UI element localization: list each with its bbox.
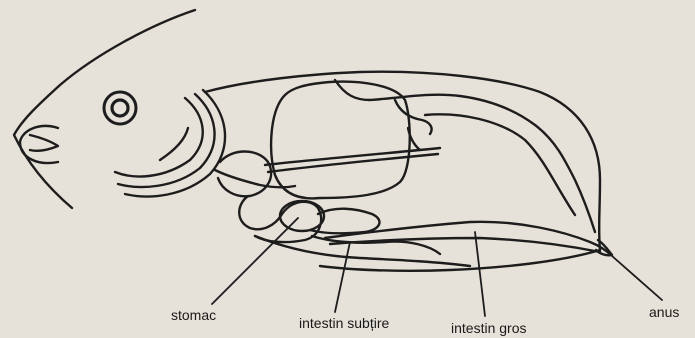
dorsal-organ	[335, 80, 595, 232]
eye-outer	[104, 92, 136, 124]
mouth-inner	[30, 135, 58, 151]
stomach-leader-line	[212, 218, 298, 304]
large-intestine-leader-line	[475, 232, 485, 316]
gill-arch-4	[160, 128, 188, 160]
label-large-intestine: intestin gros	[451, 320, 526, 336]
dorsal-organ-inner	[425, 114, 575, 215]
eye-inner	[112, 100, 128, 116]
swim-bladder-shadow	[395, 100, 432, 134]
small-intestine-leader-line	[335, 242, 350, 312]
label-anus: anus	[649, 304, 679, 320]
large-intestine-lower	[330, 238, 600, 252]
body-cavity-lower	[320, 250, 600, 271]
body-cavity-front-lower	[215, 170, 295, 187]
stomach-lobe	[280, 201, 324, 231]
label-stomach: stomac	[171, 307, 216, 323]
anus-leader-line	[612, 256, 662, 300]
label-small-intestine: intestin subțire	[299, 315, 389, 331]
